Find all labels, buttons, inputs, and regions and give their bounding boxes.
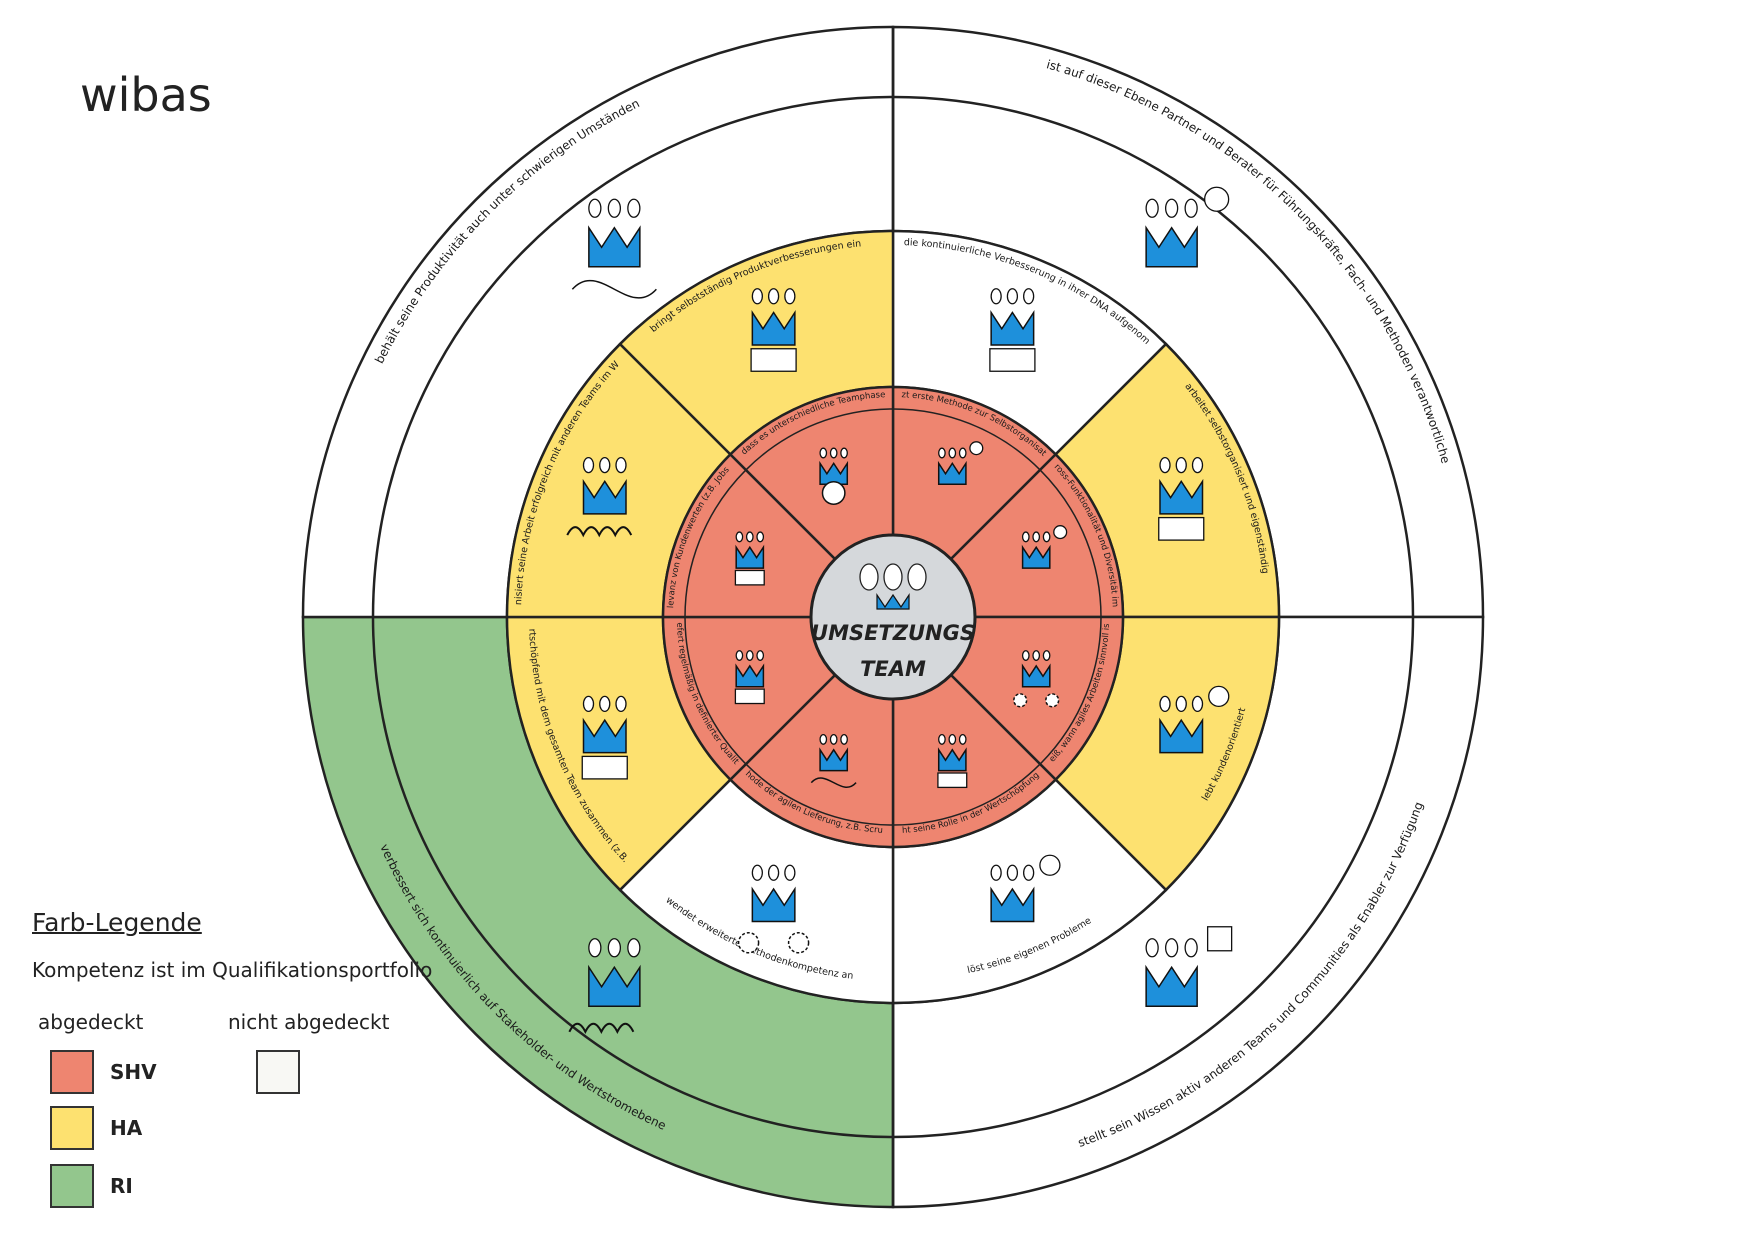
cloud-icon <box>1021 525 1068 569</box>
building-icon <box>734 531 765 586</box>
clock-icon <box>819 447 849 505</box>
legend-label-ri: RI <box>110 1174 133 1198</box>
board-icon <box>734 650 765 705</box>
legend-label-shv: SHV <box>110 1060 157 1084</box>
legend-swatch-shv <box>50 1050 94 1094</box>
pdca-icon <box>989 288 1036 372</box>
legend-title: Farb-Legende <box>32 908 202 937</box>
ideas-icon <box>750 288 797 372</box>
center-title-line2: TEAM <box>860 657 926 681</box>
legend-swatch-ri <box>50 1164 94 1208</box>
legend-not-covered-heading: nicht abgedeckt <box>228 1010 390 1034</box>
spring-icon <box>566 456 633 538</box>
legend-swatch-not-covered <box>256 1050 300 1094</box>
puzzle-icon <box>1145 926 1233 1008</box>
legend-swatch-ha <box>50 1106 94 1150</box>
maze-icon <box>571 198 657 299</box>
legend-subtitle: Kompetenz ist im Qualifikationsportfolio <box>32 958 433 982</box>
center-title-line1: UMSETZUNGS <box>811 621 975 645</box>
legend-covered-heading: abgedeckt <box>38 1010 144 1034</box>
bulb-icon <box>1145 186 1230 268</box>
chain-icon <box>937 733 968 789</box>
speech-icon <box>937 441 984 485</box>
brand-logo: wibas <box>80 68 212 122</box>
question-icon <box>990 854 1061 923</box>
gears-icon <box>737 864 810 954</box>
center-hub: UMSETZUNGS TEAM <box>809 533 977 701</box>
ring-divider-inner <box>684 408 1102 826</box>
staircase-icon <box>568 938 641 1035</box>
bridge-icon <box>1158 456 1205 541</box>
color-legend: Farb-Legende Kompetenz ist im Qualifikat… <box>32 908 452 1228</box>
hub-figures-icon <box>859 563 927 610</box>
loop-icon <box>810 733 857 788</box>
legend-label-ha: HA <box>110 1116 143 1140</box>
thought-icon <box>1159 685 1230 754</box>
center-circle <box>809 533 977 701</box>
wheel-icons <box>566 186 1233 1035</box>
tug-icon <box>581 695 628 780</box>
gauge-icon <box>1013 650 1060 708</box>
